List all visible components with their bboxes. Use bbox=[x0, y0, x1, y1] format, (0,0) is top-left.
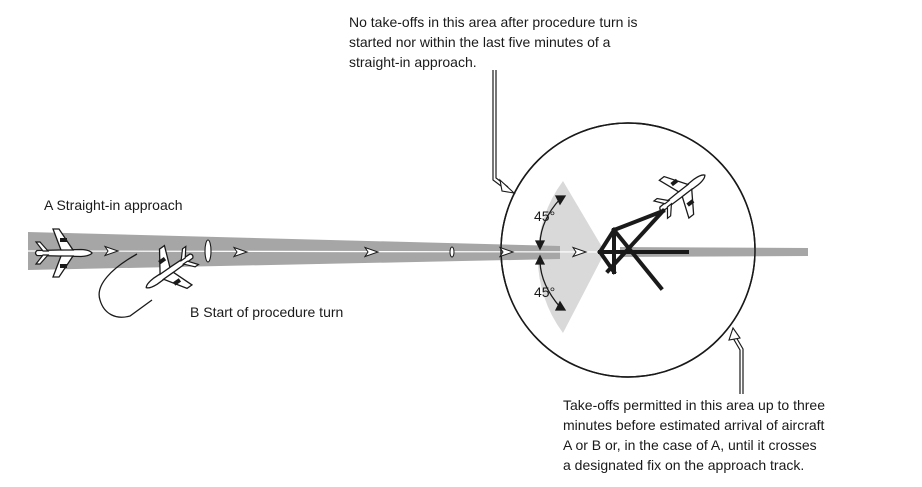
runway-icon bbox=[597, 208, 689, 291]
takeoff-permitted-note-line: minutes before estimated arrival of airc… bbox=[563, 417, 825, 433]
procedure-turn-path bbox=[98, 253, 153, 318]
angle-arc-lower bbox=[534, 254, 567, 311]
label-procedure-turn: B Start of procedure turn bbox=[190, 304, 344, 320]
takeoff-permitted-note-line: Take-offs permitted in this area up to t… bbox=[563, 397, 825, 413]
takeoff-permitted-note-line: A or B or, in the case of A, until it cr… bbox=[563, 437, 817, 453]
angle-arc-upper bbox=[534, 195, 567, 251]
no-takeoff-sector bbox=[537, 181, 605, 333]
no-takeoff-note-line: started nor within the last five minutes… bbox=[349, 34, 611, 50]
no-takeoff-note-line: No take-offs in this area after procedur… bbox=[349, 14, 638, 30]
angle-label-lower: 45° bbox=[534, 284, 555, 300]
takeoff-permitted-note-line: a designated fix on the approach track. bbox=[563, 457, 805, 473]
takeoff-permitted-note: Take-offs permitted in this area up to t… bbox=[563, 395, 825, 475]
fix-marker bbox=[449, 246, 455, 258]
runway-extension bbox=[620, 247, 808, 257]
leader-top bbox=[492, 70, 516, 194]
fix-marker bbox=[204, 239, 212, 263]
label-straight-in-approach: A Straight-in approach bbox=[44, 197, 183, 213]
leader-bottom bbox=[728, 326, 744, 394]
no-takeoff-note-line: straight-in approach. bbox=[349, 54, 477, 70]
no-takeoff-note: No take-offs in this area after procedur… bbox=[349, 12, 637, 72]
angle-label-upper: 45° bbox=[534, 208, 555, 224]
